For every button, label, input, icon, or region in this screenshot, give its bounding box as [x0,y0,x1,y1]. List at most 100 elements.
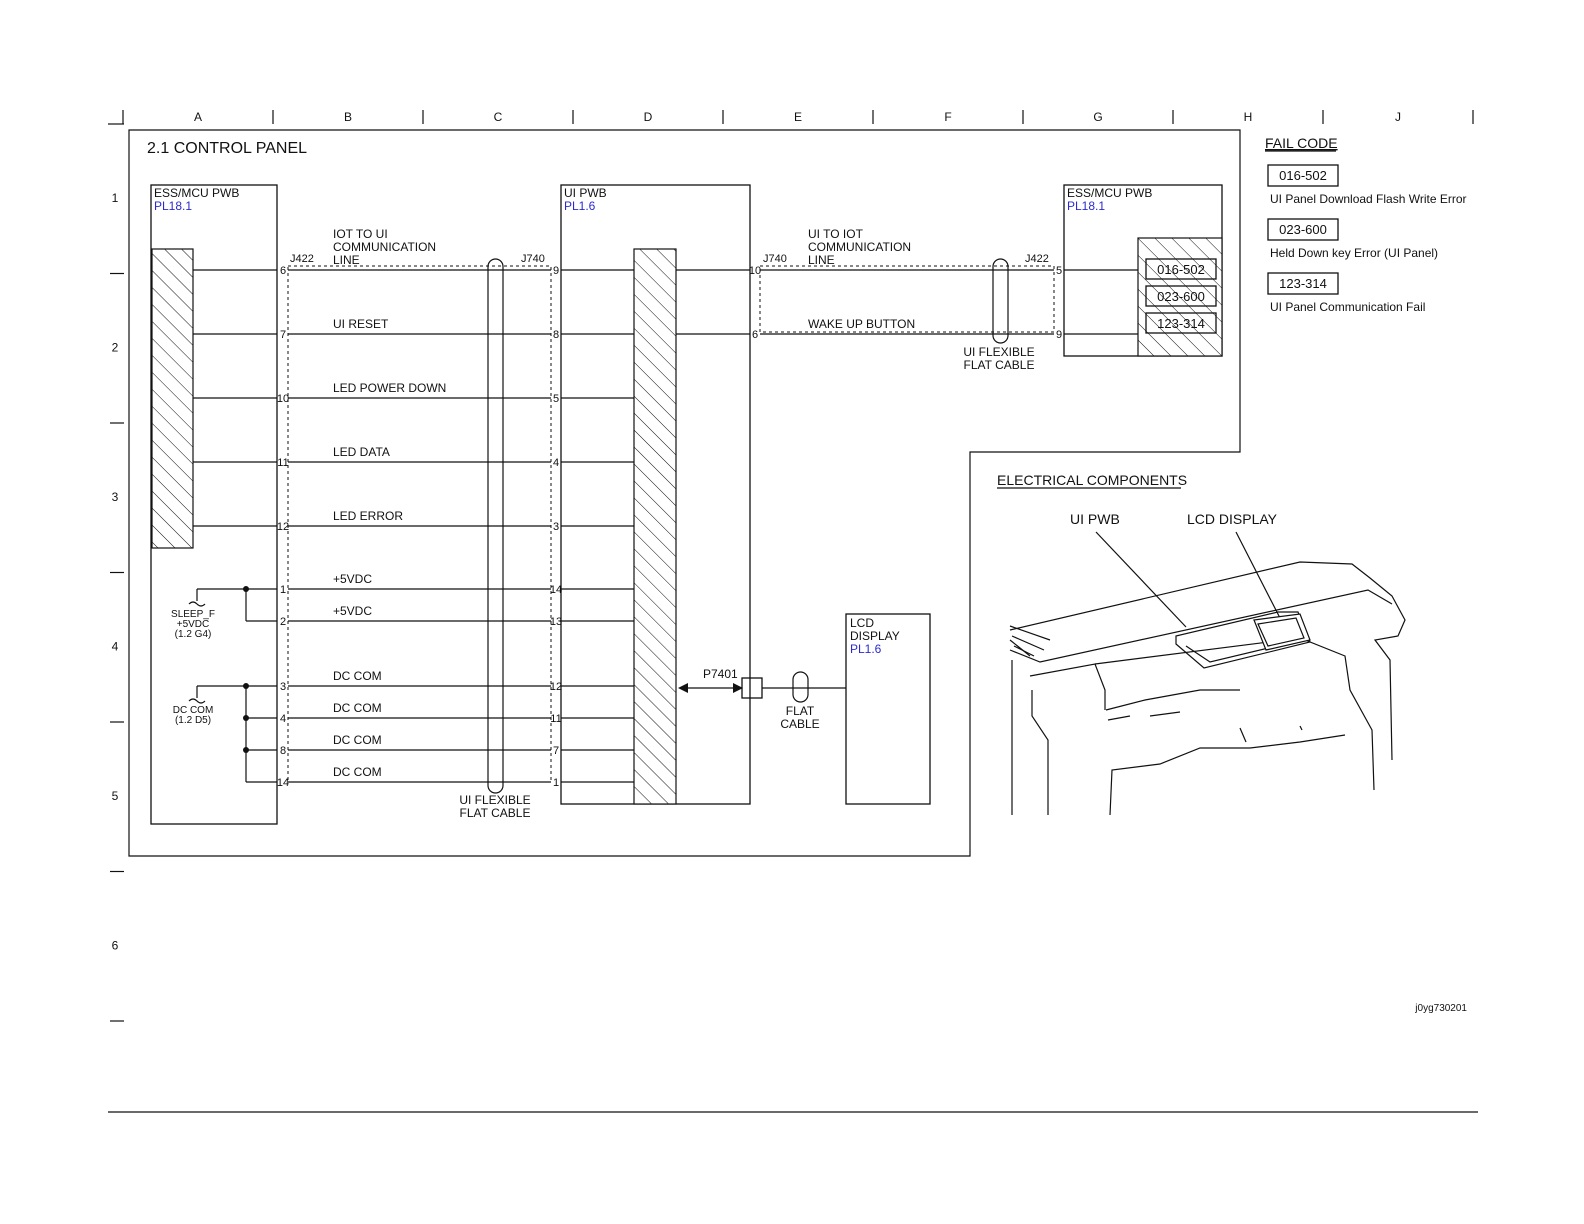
left-pin: 1 [280,584,286,596]
column-label: C [494,110,503,124]
right-board-hatch [1137,237,1223,357]
left-pin: 2 [280,616,286,628]
signal-label: +5VDC [333,572,372,586]
lcd-display-box [845,613,931,805]
electrical-components-panel: ELECTRICAL COMPONENTS UI PWB LCD DISPLAY [997,472,1406,816]
right-board-code: 123-314 [1145,312,1217,334]
right-pin: 5 [1056,265,1062,277]
signal-label: COMMUNICATION [333,240,436,254]
signal-row: 14 1 DC COM [246,765,634,789]
signal-label: DC COM [333,701,382,715]
left-pin: 4 [280,713,286,725]
column-label: E [794,110,802,124]
column-label: D [644,110,653,124]
ui-pwb-board: UI PWB PL1.6 J740 J740 [521,184,787,805]
left-board-hatch [151,248,194,549]
sleep-label-2: +5VDC [177,619,210,630]
left-connector-label: J422 [290,253,314,265]
lcd-ref: PL1.6 [850,642,882,656]
main-frame [128,129,1241,857]
left-pin: 14 [277,777,289,789]
ui-connector-left-label: J740 [521,253,545,265]
right-pin: 1 [553,777,559,789]
components-heading: ELECTRICAL COMPONENTS [997,472,1187,488]
left-pin: 8 [280,745,286,757]
right-ess-mcu-board: ESS/MCU PWB PL18.1 J422 016-502023-60012… [1025,184,1223,357]
left-pin: 10 [277,393,289,405]
column-label: F [944,110,951,124]
flat-cable-oval [792,671,809,703]
row-label: 3 [112,490,119,504]
left-ess-mcu-board: ESS/MCU PWB PL18.1 J422 [150,184,314,825]
fail-code-description: UI Panel Communication Fail [1270,300,1425,314]
left-pin: 10 [749,265,761,277]
flat-cable-label-1: FLAT [786,704,815,718]
column-label: B [344,110,352,124]
fail-code-item: 123-314 UI Panel Communication Fail [1267,272,1425,314]
left-board-ref: PL18.1 [154,199,192,213]
lcd-name-1: LCD [850,616,874,630]
left-pin: 6 [280,265,286,277]
column-label: A [194,110,202,124]
row-label: 6 [112,939,119,953]
row-label: 2 [112,341,119,355]
ui-connector-right-label: J740 [763,253,787,265]
signal-label: IOT TO UI [333,227,388,241]
fail-code: 023-600 [1279,222,1327,237]
left-pin: 7 [280,329,286,341]
lcd-name-2: DISPLAY [850,629,900,643]
flat-cable-label-2: CABLE [780,717,819,731]
sleep-bus: SLEEP_F +5VDC (1.2 G4) [171,586,277,640]
signal-label: LINE [808,253,835,267]
left-pin: 12 [277,521,289,533]
signal-label: COMMUNICATION [808,240,911,254]
ui-board-hatch [633,248,677,805]
fail-code-heading: FAIL CODE [1265,135,1338,151]
signal-label: DC COM [333,669,382,683]
left-board-name: ESS/MCU PWB [154,186,239,200]
right-flexible-cable-oval [992,258,1009,344]
signal-label: WAKE UP BUTTON [808,317,915,331]
left-flexible-cable-oval [487,258,504,794]
ui-board-name: UI PWB [564,186,607,200]
right-pin: 12 [550,681,562,693]
fail-code: 123-314 [1279,276,1327,291]
right-board-code: 016-502 [1145,258,1217,280]
signal-label: DC COM [333,765,382,779]
fail-code-description: UI Panel Download Flash Write Error [1270,192,1467,206]
right-board-code: 023-600 [1145,285,1217,307]
right-pin: 4 [553,457,559,469]
row-label: 4 [112,640,119,654]
page-title: 2.1 CONTROL PANEL [147,140,307,157]
right-pin: 8 [553,329,559,341]
row-label: 5 [112,789,119,803]
fail-code-description: Held Down key Error (UI Panel) [1270,246,1438,260]
lcd-connection: P7401 FLAT CABLE LCD DISPLAY PL1.6 [678,613,931,805]
printer-sketch [1009,561,1406,816]
p7401-label: P7401 [703,667,738,681]
row-label: 1 [112,191,119,205]
column-label: G [1093,110,1102,124]
signal-label: UI TO IOT [808,227,864,241]
svg-text:016-502: 016-502 [1157,262,1205,277]
right-pin: 3 [553,521,559,533]
sleep-label-3: (1.2 G4) [175,629,212,640]
right-cable-label-1: UI FLEXIBLE [963,345,1034,359]
svg-text:023-600: 023-600 [1157,289,1205,304]
right-connector-label: J422 [1025,253,1049,265]
right-pin: 9 [553,265,559,277]
right-pin: 9 [1056,329,1062,341]
j422-left-connector [287,265,552,783]
right-board-name: ESS/MCU PWB [1067,186,1152,200]
p7401-connector [741,677,763,699]
